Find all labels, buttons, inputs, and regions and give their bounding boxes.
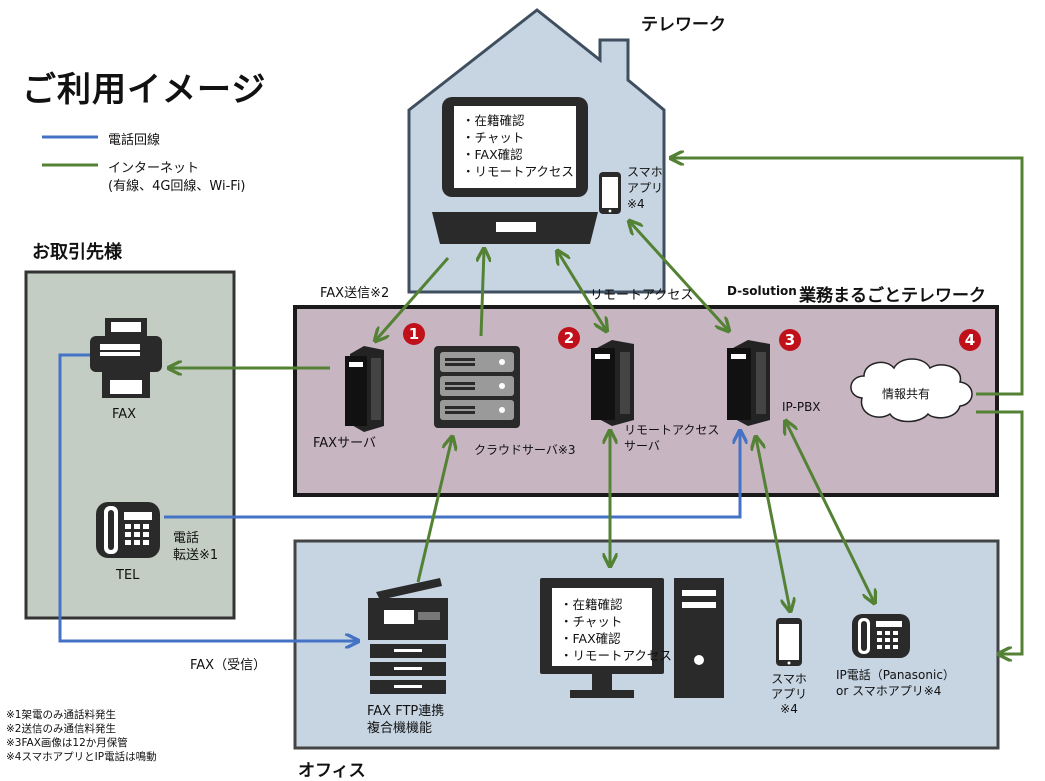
telework-pc-item: ・FAX確認	[462, 147, 523, 162]
call-forward-label: 電話 転送※1	[173, 531, 219, 563]
fax-server-label: FAXサーバ	[313, 436, 376, 451]
multifunction-printer-icon	[368, 578, 448, 694]
office-pc-item: ・在籍確認	[560, 597, 623, 612]
legend-internet-label: インターネット	[108, 161, 200, 176]
telework-pc-item: ・リモートアクセス	[462, 164, 574, 179]
telework-pc-features: ・在籍確認 ・チャット ・FAX確認 ・リモートアクセス	[462, 112, 574, 180]
line-laptop-remote	[558, 252, 606, 330]
line-share-telework	[672, 158, 1024, 396]
line-pbx-ip-phone	[786, 422, 874, 602]
telework-app-label: スマホ アプリ ※4	[627, 165, 664, 211]
legend-phone-label: 電話回線	[108, 133, 161, 148]
office-app-label: スマホ アプリ ※4	[771, 672, 808, 716]
desk-phone-icon	[96, 502, 160, 558]
line-mfp-cloud	[416, 438, 452, 583]
smartphone-icon	[599, 172, 621, 214]
fax-label: FAX	[112, 407, 137, 422]
footnote: ※2送信のみ通信料発生	[6, 723, 116, 735]
remote-server-label: リモートアクセス サーバ	[624, 423, 720, 453]
info-share-label: 情報共有	[882, 387, 931, 401]
footnotes: ※1架電のみ通話料発生 ※2送信のみ通信料発生 ※3FAX画像は12か月保管 ※…	[6, 708, 157, 764]
office-pc-item: ・リモートアクセス	[560, 648, 672, 663]
line-share-office	[976, 410, 1024, 654]
pc-tower-icon	[674, 578, 724, 698]
line-app-pbx	[630, 222, 728, 330]
marker-1: 1	[403, 323, 425, 345]
footnote: ※3FAX画像は12か月保管	[6, 737, 128, 749]
fax-send-label: FAX送信※2	[320, 286, 390, 301]
office-smartphone-icon	[776, 618, 802, 666]
marker-2: 2	[558, 327, 580, 349]
remote-server-icon	[591, 340, 634, 426]
server-rack-icon	[434, 346, 520, 428]
legend-internet-sub: (有線、4G回線、Wi-Fi)	[108, 179, 246, 194]
fax-machine-icon	[90, 318, 162, 398]
ip-phone-icon	[852, 614, 910, 658]
mfp-label: FAX FTP連携 複合機機能	[367, 704, 445, 736]
ip-pbx-icon	[727, 340, 770, 426]
tel-label: TEL	[116, 568, 140, 583]
ip-pbx-label: IP-PBX	[782, 400, 821, 414]
office-title: オフィス	[298, 761, 366, 781]
server-tower-icon	[345, 346, 384, 432]
phone-line-call-forward	[164, 432, 740, 519]
office-pc-features: ・在籍確認 ・チャット ・FAX確認 ・リモートアクセス	[560, 596, 672, 664]
desktop-monitor-icon	[540, 578, 664, 698]
telework-pc-item: ・チャット	[462, 130, 525, 145]
page-title: ご利用イメージ	[22, 70, 267, 110]
footnote: ※1架電のみ通話料発生	[6, 709, 116, 721]
telework-title: テレワーク	[641, 15, 726, 35]
laptop-icon	[432, 97, 598, 244]
service-name: 業務まるごとテレワーク	[799, 286, 986, 306]
marker-4: 4	[959, 329, 981, 351]
cloud-server-label: クラウドサーバ※3	[474, 443, 576, 457]
footnote: ※4スマホアプリとIP電話は鳴動	[6, 751, 157, 763]
phone-line-fax-receive	[58, 353, 357, 641]
telework-pc-item: ・在籍確認	[462, 113, 525, 128]
fax-receive-label: FAX（受信）	[190, 658, 267, 673]
line-cloud-to-laptop	[481, 250, 484, 337]
client-title: お取引先様	[32, 242, 122, 263]
service-prefix: D-solution	[727, 284, 797, 298]
remote-access-label: リモートアクセス	[590, 288, 694, 303]
marker-3: 3	[779, 329, 801, 351]
office-pc-item: ・チャット	[560, 614, 623, 629]
line-laptop-to-fax-server	[376, 257, 450, 340]
office-pc-item: ・FAX確認	[560, 631, 621, 646]
ip-phone-label: IP電話（Panasonic） or スマホアプリ※4	[836, 668, 955, 698]
cloud-icon	[850, 358, 973, 423]
